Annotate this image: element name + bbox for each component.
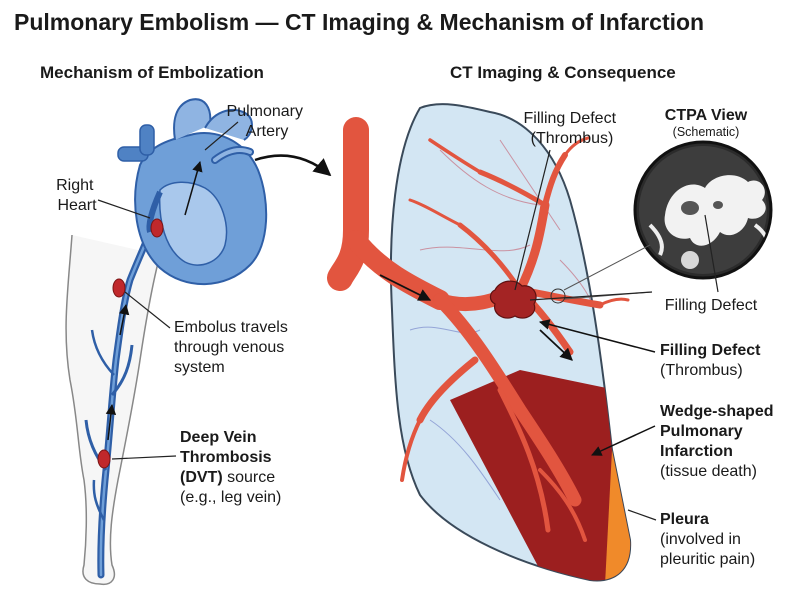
- infarction-arrow: [591, 425, 656, 456]
- pleura-label: Pleura (involved in pleuritic pain): [660, 511, 755, 568]
- magnify-marker: [550, 288, 566, 304]
- ctpa-view: [633, 140, 773, 280]
- pulmonary-artery-leader: [204, 121, 239, 151]
- ctpa-subtitle: (Schematic): [673, 125, 740, 139]
- ctpa-defect-leader: [704, 214, 719, 293]
- infarction-label: Wedge-shaped Pulmonary Infarction (tissu…: [660, 403, 778, 480]
- magnify-line: [563, 244, 651, 291]
- pulmonary-artery-tree: [327, 117, 630, 542]
- dvt-label: Deep Vein Thrombosis (DVT) source (e.g.,…: [180, 429, 281, 506]
- left-panel-heading: Mechanism of Embolization: [40, 63, 264, 82]
- right-panel-heading: CT Imaging & Consequence: [450, 63, 676, 82]
- filling-defect-label: Filling Defect (Thrombus): [660, 342, 765, 379]
- filling-defect-pointer: [529, 291, 653, 301]
- ctpa-title: CTPA View: [665, 107, 748, 124]
- filling-defect-arrow: [538, 319, 656, 353]
- page-title: Pulmonary Embolism — CT Imaging & Mechan…: [14, 9, 704, 35]
- filling-defect-top-leader: [514, 149, 551, 291]
- heart-illustration: [117, 98, 268, 286]
- thrombus-icon: [97, 218, 164, 469]
- thrombus-icon: [489, 280, 537, 319]
- embolus-label: Embolus travels through venous system: [174, 319, 292, 376]
- right-heart-leader: [97, 199, 151, 219]
- arrow-right-icon: [254, 154, 332, 177]
- flow-arrow: [379, 274, 432, 301]
- pulmonary-artery-label: Pulmonary Artery: [227, 103, 308, 140]
- pleura-region: [605, 395, 631, 581]
- filling-defect-top-label: Filling Defect (Thrombus): [524, 110, 621, 147]
- embolus-leader: [124, 291, 171, 329]
- pleura-leader: [627, 509, 657, 521]
- right-heart-label: Right Heart: [56, 177, 98, 214]
- dvt-leader: [111, 455, 177, 460]
- flow-arrow: [539, 329, 573, 361]
- ctpa-filling-defect-label: Filling Defect: [665, 297, 758, 314]
- lung-illustration: [389, 103, 632, 582]
